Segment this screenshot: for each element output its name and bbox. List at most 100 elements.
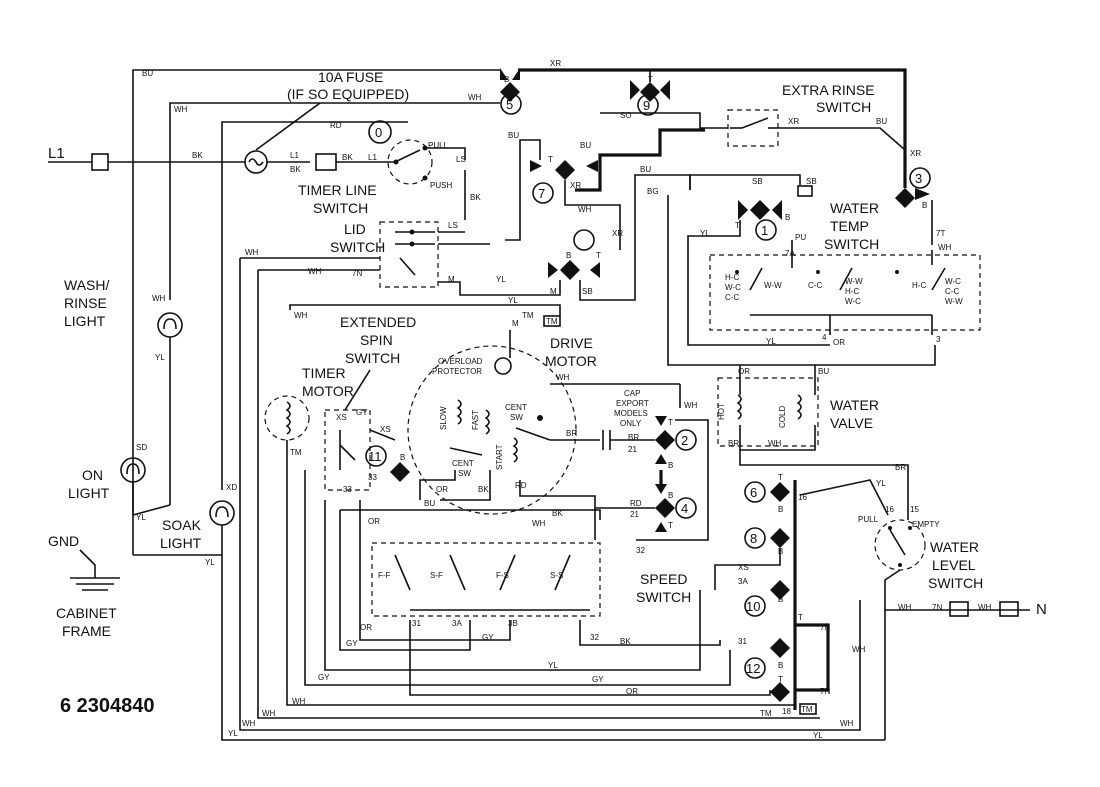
svg-text:YL: YL (508, 296, 518, 305)
temp-pos-4b: H-C (845, 287, 859, 296)
drive-motor: DRIVE MOTOR OVERLOAD PROTECTOR M SLOW FA… (407, 319, 698, 515)
svg-text:WATER TEMP SWITCH: WATER TEMP SWITCH (824, 200, 883, 252)
svg-text:BR: BR (895, 463, 906, 472)
cam-10: 10 3A B T (738, 577, 803, 622)
svg-text:3B: 3B (508, 619, 518, 628)
cam-9: T 9 (630, 70, 670, 116)
svg-text:SB: SB (806, 177, 817, 186)
valve-2: VALVE (830, 415, 873, 431)
l1-supply: L1 BK (48, 145, 245, 171)
svg-text:3: 3 (936, 335, 941, 344)
svg-text:TIMER MOTOR: TIMER MOTOR (302, 365, 354, 399)
temp-pos-6b: C-C (945, 287, 959, 296)
cent-sw-1: CENT (505, 403, 527, 412)
cent-sw-4: SW (458, 469, 471, 478)
svg-text:T: T (668, 521, 673, 530)
svg-text:B: B (778, 505, 783, 514)
ext-spin-3: SWITCH (345, 350, 400, 366)
svg-text:OR: OR (368, 517, 380, 526)
svg-text:T: T (548, 155, 553, 164)
svg-text:XR: XR (570, 181, 581, 190)
on-label-2: LIGHT (68, 485, 110, 501)
svg-text:BR: BR (628, 433, 639, 442)
svg-text:6: 6 (750, 485, 757, 500)
cam-7: 7 T XR WH BU BU XR (505, 128, 705, 250)
svg-text:BR: BR (566, 429, 577, 438)
svg-text:WH: WH (684, 401, 698, 410)
svg-text:B: B (668, 491, 673, 500)
svg-text:XS: XS (336, 413, 347, 422)
bottom-harness: YL YL WH WH WH TM WH OR GY GY YL GY WH W… (221, 248, 885, 741)
speed-2: SWITCH (636, 589, 691, 605)
svg-text:W-C C-C W-W: W-C C-C W-W (945, 277, 963, 306)
svg-text:16: 16 (798, 493, 807, 502)
svg-text:FAST: FAST (471, 410, 480, 430)
cam-14: B T M SB TM TM WH (289, 174, 691, 327)
timer-motor-label-2: MOTOR (302, 383, 354, 399)
valve-1: WATER (830, 397, 879, 413)
ground: GND CABINET FRAME (48, 533, 120, 639)
svg-text:12: 12 (746, 661, 760, 676)
svg-text:1: 1 (761, 223, 768, 238)
svg-text:ON LIGHT: ON LIGHT (68, 467, 110, 501)
svg-text:BU: BU (424, 499, 435, 508)
lid-label-2: SWITCH (330, 239, 385, 255)
cent-sw-2: SW (510, 413, 523, 422)
lid-label-1: LID (344, 221, 366, 237)
cam-4: 4 RD 21 B T 32 (595, 419, 709, 555)
timer-line-switch: L1 BK BK L1 PULL PUSH LS BK 0 TIMER LINE… (290, 120, 481, 220)
cabinet-2: FRAME (62, 623, 111, 639)
svg-text:SOAK LIGHT: SOAK LIGHT (160, 517, 205, 551)
extra-rinse-1: EXTRA RINSE (782, 82, 875, 98)
svg-text:YL: YL (813, 731, 823, 740)
svg-text:0: 0 (375, 125, 382, 140)
svg-text:7N: 7N (932, 603, 942, 612)
svg-text:BG: BG (647, 187, 659, 196)
temp-pos-4a: W-W (845, 277, 863, 286)
svg-text:OR: OR (833, 338, 845, 347)
svg-text:SD: SD (136, 443, 147, 452)
svg-text:WATER VALVE: WATER VALVE (830, 397, 883, 431)
cam-2: 2 T B (655, 416, 697, 470)
svg-text:B: B (785, 213, 790, 222)
svg-text:BK: BK (192, 151, 203, 160)
svg-text:WH: WH (292, 697, 306, 706)
fuse-label-line2: (IF SO EQUIPPED) (287, 86, 409, 102)
svg-text:YL: YL (136, 513, 146, 522)
svg-text:3A: 3A (452, 619, 462, 628)
temp-3: SWITCH (824, 236, 879, 252)
temp-2: TEMP (830, 218, 869, 234)
svg-text:B: B (504, 75, 509, 84)
extra-rinse-2: SWITCH (816, 99, 871, 115)
wash-label-3: LIGHT (64, 313, 106, 329)
svg-text:SPEED SWITCH: SPEED SWITCH (636, 571, 691, 605)
drive-motor-2: MOTOR (545, 353, 597, 369)
wl-2: LEVEL (932, 557, 976, 573)
svg-text:M: M (448, 275, 455, 284)
svg-text:LS: LS (448, 221, 458, 230)
svg-text:OR: OR (360, 623, 372, 632)
svg-text:W-W H-C W-C: W-W H-C W-C (845, 277, 865, 306)
svg-text:WH: WH (938, 243, 952, 252)
svg-text:16: 16 (885, 505, 894, 514)
svg-text:SB: SB (752, 177, 763, 186)
svg-text:XR: XR (910, 149, 921, 158)
svg-text:B: B (922, 201, 927, 210)
svg-text:BK: BK (620, 637, 631, 646)
svg-text:RD: RD (630, 499, 642, 508)
svg-text:B: B (778, 661, 783, 670)
svg-text:PU: PU (795, 233, 806, 242)
svg-text:YL: YL (155, 353, 165, 362)
svg-text:H-C: H-C (912, 281, 926, 290)
svg-text:3: 3 (915, 171, 922, 186)
temp-pos-1a: H-C (725, 273, 739, 282)
soak-label-1: SOAK (162, 517, 202, 533)
svg-text:33: 33 (343, 485, 352, 494)
svg-text:XR: XR (612, 229, 623, 238)
svg-text:OR: OR (436, 485, 448, 494)
svg-text:BK: BK (552, 509, 563, 518)
svg-text:YL: YL (228, 729, 238, 738)
water-temp-switch: BU BG SB SB 1 T B YL PU 7A WH YL OR H-C … (640, 165, 981, 366)
cam-5: B 5 (500, 68, 522, 115)
svg-text:WH: WH (294, 311, 308, 320)
